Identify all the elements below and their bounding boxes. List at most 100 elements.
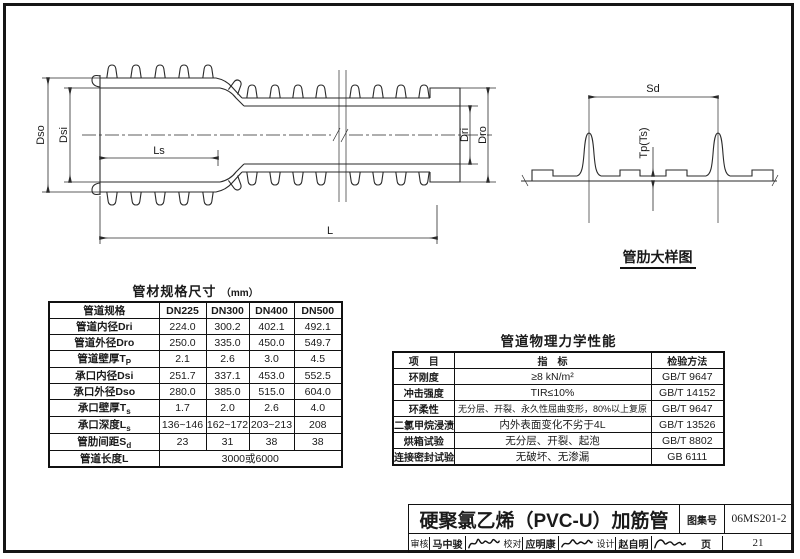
atlas-no-value: 06MS201-2 xyxy=(724,505,793,533)
perf-method: GB/T 9647 xyxy=(650,400,725,417)
perf-header: 检验方法 xyxy=(650,351,725,369)
rib-dimensions: Sd Tp(Ts) xyxy=(588,83,719,211)
spec-row-label: 承口壁厚Ts xyxy=(48,399,160,418)
title-block: 硬聚氯乙烯（PVC-U）加筋管 图集号 06MS201-2 审核马中骏校对应明康… xyxy=(408,504,794,553)
spec-row-label: 管道长度L xyxy=(48,450,160,468)
perf-indicator: 无分层、开裂、起泡 xyxy=(453,432,652,449)
title-block-bottom-row: 审核马中骏 校对应明康 设计赵自明 页 21 xyxy=(409,533,793,552)
spec-header-dn: DN500 xyxy=(293,301,343,319)
spec-value: 515.0 xyxy=(248,383,295,401)
drawing-title: 硬聚氯乙烯（PVC-U）加筋管 xyxy=(419,510,669,532)
spec-value: 4.0 xyxy=(293,399,343,418)
spec-value: 3000或6000 xyxy=(158,450,343,468)
approval-name: 应明康 xyxy=(523,535,559,551)
perf-item: 冲击强度 xyxy=(392,384,455,401)
spec-value: 203~213 xyxy=(248,416,295,435)
perf-header: 项 目 xyxy=(392,351,455,369)
perf-indicator: 内外表面变化不劣于4L xyxy=(453,416,652,433)
perf-method: GB 6111 xyxy=(650,448,725,466)
perf-indicator: 无破坏、无渗漏 xyxy=(453,448,652,466)
spec-value: 31 xyxy=(205,433,250,452)
spec-value: 1.7 xyxy=(158,399,207,418)
spec-row-label: 管肋间距Sd xyxy=(48,433,160,452)
dim-label-dro: Dro xyxy=(477,126,489,144)
spec-table-unit: （mm） xyxy=(220,288,259,299)
spec-header-dn: DN400 xyxy=(248,301,295,319)
rib-detail-caption: 管肋大样图 xyxy=(515,247,800,269)
dim-label-l: L xyxy=(327,225,333,237)
spec-row-label: 承口内径Dsi xyxy=(48,367,160,385)
spec-row-label: 管道内径Dri xyxy=(48,318,160,335)
signature-scribble xyxy=(468,538,500,548)
spec-value: 38 xyxy=(248,433,295,452)
approval-role: 设计 xyxy=(596,536,616,550)
approval-name: 赵自明 xyxy=(616,535,652,551)
spec-value: 492.1 xyxy=(293,318,343,335)
signature-scribble xyxy=(561,538,593,548)
perf-item: 环刚度 xyxy=(392,368,455,385)
pipe-break-lines xyxy=(338,70,347,202)
pipe-dimension-drawing: Dso Dsi Ls L Dri Dro xyxy=(35,64,496,244)
spec-value: 337.1 xyxy=(205,367,250,385)
perf-header: 指 标 xyxy=(453,351,652,369)
spec-row-label: 承口外径Dso xyxy=(48,383,160,401)
spec-row-label: 管道壁厚TP xyxy=(48,349,160,369)
dim-label-dso: Dso xyxy=(35,125,47,145)
rib-detail-caption-text: 管肋大样图 xyxy=(619,249,696,269)
approval-role: 审核 xyxy=(410,536,430,550)
perf-header-row: 项 目指 标检验方法 xyxy=(392,351,725,369)
perf-method: GB/T 9647 xyxy=(650,368,725,385)
spec-value: 2.6 xyxy=(248,399,295,418)
pipe-centerline xyxy=(82,127,492,143)
perf-indicator: TIR≤10% xyxy=(453,384,652,401)
spec-header-dn: DN300 xyxy=(205,301,250,319)
approvals-row: 审核马中骏 校对应明康 设计赵自明 xyxy=(409,535,690,551)
spec-row-label: 承口深度Ls xyxy=(48,416,160,435)
perf-table-title: 管道物理力学性能 xyxy=(500,334,617,349)
spec-value: 136~146 xyxy=(158,416,207,435)
dim-label-sd: Sd xyxy=(646,83,659,95)
perf-indicator: ≥8 kN/m² xyxy=(453,368,652,385)
approval-name: 马中骏 xyxy=(430,535,466,551)
spec-value: 2.1 xyxy=(158,349,207,369)
spec-value: 604.0 xyxy=(293,383,343,401)
pipe-dimensions: Dso Dsi Ls L Dri Dro xyxy=(35,77,496,244)
perf-item: 烘箱试验 xyxy=(392,432,455,449)
approval-role: 校对 xyxy=(503,536,523,550)
spec-value: 453.0 xyxy=(248,367,295,385)
perf-method: GB/T 13526 xyxy=(650,416,725,433)
perf-indicator: 无分层、开裂、永久性屈曲变形，80%以上复原 xyxy=(453,400,652,417)
spec-value: 3.0 xyxy=(248,349,295,369)
page-no-label: 页 xyxy=(690,535,723,551)
dim-label-ls: Ls xyxy=(153,145,165,157)
spec-value: 402.1 xyxy=(248,318,295,335)
spec-header-dn: DN225 xyxy=(158,301,207,319)
perf-method: GB/T 8802 xyxy=(650,432,725,449)
rib-axis-lines xyxy=(588,97,719,223)
spec-header-label: 管道规格 xyxy=(48,301,160,319)
spec-value: 250.0 xyxy=(158,334,207,351)
spec-value: 280.0 xyxy=(158,383,207,401)
pipe-profile xyxy=(91,64,461,206)
spec-value: 208 xyxy=(293,416,343,435)
spec-value: 251.7 xyxy=(158,367,207,385)
spec-value: 335.0 xyxy=(205,334,250,351)
spec-value: 450.0 xyxy=(248,334,295,351)
spec-value: 385.0 xyxy=(205,383,250,401)
page-no-value: 21 xyxy=(752,537,764,549)
spec-value: 224.0 xyxy=(158,318,207,335)
